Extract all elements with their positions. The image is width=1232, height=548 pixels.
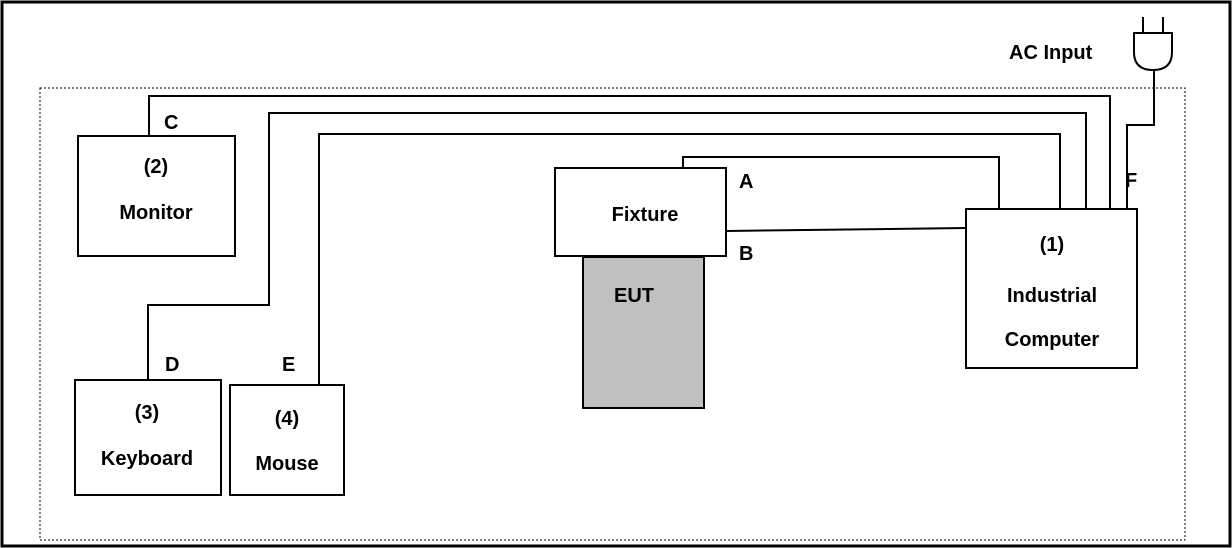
cable-e xyxy=(318,133,1061,385)
industrial-computer-box: (1) Industrial Computer xyxy=(965,208,1138,369)
monitor-box: (2) Monitor xyxy=(77,135,236,257)
keyboard-name: Keyboard xyxy=(101,448,193,470)
cable-label-e: E xyxy=(282,354,295,376)
cable-label-a: A xyxy=(739,171,753,193)
cable-c xyxy=(148,95,1111,209)
keyboard-box: (3) Keyboard xyxy=(74,379,222,496)
cable-label-b: B xyxy=(739,243,753,265)
cable-label-d: D xyxy=(165,354,179,376)
computer-line2: Computer xyxy=(1005,329,1100,351)
monitor-number: (2) xyxy=(144,156,168,178)
monitor-name: Monitor xyxy=(119,202,193,224)
cable-f xyxy=(1126,70,1155,209)
eut-label: EUT xyxy=(614,285,654,307)
cables xyxy=(147,70,1155,385)
computer-line1: Industrial xyxy=(1007,285,1097,307)
cable-a xyxy=(682,156,1000,209)
fixture-label: Fixture xyxy=(612,204,679,226)
ac-input-label: AC Input xyxy=(1009,42,1093,64)
eut-box xyxy=(582,256,705,409)
cable-d xyxy=(147,112,1087,380)
cable-label-c: C xyxy=(164,112,178,134)
mouse-name: Mouse xyxy=(255,453,318,475)
mouse-number: (4) xyxy=(275,408,299,430)
ac-plug-icon xyxy=(1133,17,1173,72)
test-area-boundary xyxy=(39,87,1186,541)
cable-b xyxy=(725,227,967,232)
cable-label-f: F xyxy=(1125,170,1137,192)
mouse-box: (4) Mouse xyxy=(229,384,345,496)
keyboard-number: (3) xyxy=(135,402,159,424)
fixture-box: Fixture xyxy=(554,167,727,257)
computer-number: (1) xyxy=(1040,234,1064,256)
